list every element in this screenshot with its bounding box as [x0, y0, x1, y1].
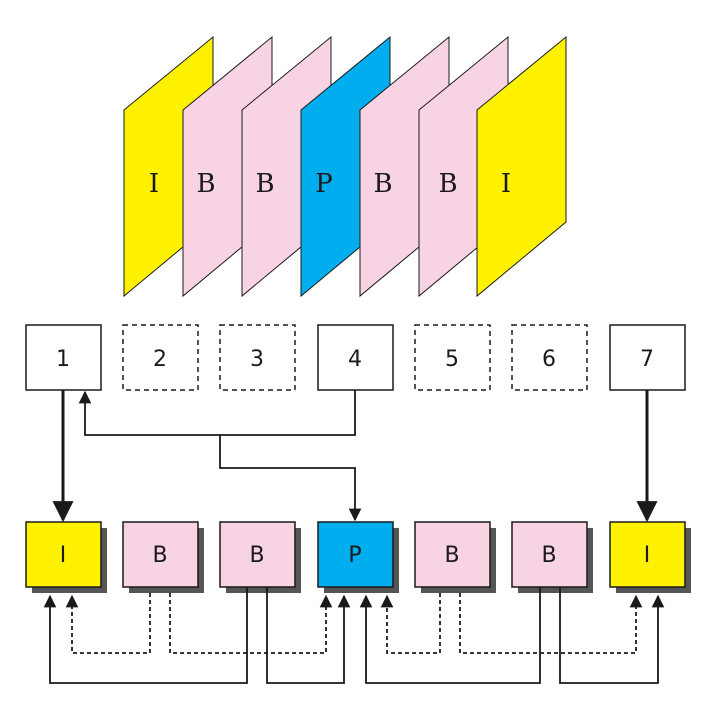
order-label-4: 5: [445, 347, 459, 372]
order-label-6: 7: [640, 347, 654, 372]
decoded-box-5: B: [511, 521, 593, 593]
dep-B4-to-P: [380, 593, 441, 654]
order-box-2: 3: [219, 324, 296, 391]
dependency-arrows: [43, 587, 665, 684]
order-label-0: 1: [56, 347, 70, 372]
decoded-box-3: P: [317, 521, 399, 593]
dep-B1-to-P: [169, 593, 333, 654]
decoded-box-6: I: [609, 521, 691, 593]
order-box-3: 4: [317, 324, 394, 391]
frame-label-3: P: [315, 169, 333, 199]
arrow-4-to-1: [78, 390, 356, 436]
order-box-1: 2: [122, 324, 199, 391]
decoded-box-2: B: [219, 521, 301, 593]
order-label-5: 6: [542, 347, 556, 372]
dep-B2-to-P: [266, 587, 351, 684]
frame-label-5: B: [438, 169, 457, 199]
order-box-0: 1: [25, 324, 102, 391]
arrow-4-to-P: [219, 435, 362, 522]
order-box-4: 5: [414, 324, 491, 391]
decoded-label-3: P: [348, 543, 361, 568]
dep-B5-to-P: [359, 587, 541, 684]
dep-B2-to-I1: [43, 587, 248, 684]
order-box-6: 7: [609, 324, 686, 391]
dep-B1-to-I1: [65, 593, 151, 654]
order-box-5: 6: [511, 324, 588, 391]
order-label-3: 4: [348, 347, 362, 372]
frame-label-6: I: [501, 169, 511, 199]
decoded-label-4: B: [444, 543, 459, 568]
frame-label-1: B: [196, 169, 215, 199]
decoded-label-6: I: [644, 543, 651, 568]
decoded-label-0: I: [60, 543, 67, 568]
order-box-row: 1 2 3 4 5 6 7: [25, 324, 686, 391]
frame-label-4: B: [373, 169, 392, 199]
decoded-box-0: I: [25, 521, 107, 593]
decoded-label-1: B: [152, 543, 167, 568]
frame-stack: I B B P B B I: [123, 35, 567, 298]
order-label-1: 2: [153, 347, 167, 372]
decoded-box-4: B: [414, 521, 496, 593]
dep-B5-to-I2: [559, 587, 665, 684]
decoded-box-row: I B B P B B I: [25, 521, 691, 593]
dep-B4-to-I2: [459, 593, 643, 654]
decoded-label-5: B: [541, 543, 556, 568]
decoded-box-1: B: [122, 521, 204, 593]
reference-arrows-top: [52, 390, 658, 523]
frame-label-0: I: [149, 169, 159, 199]
frame-label-2: B: [255, 169, 274, 199]
decoded-label-2: B: [249, 543, 264, 568]
order-label-2: 3: [250, 347, 264, 372]
frame-6: I: [476, 35, 567, 298]
